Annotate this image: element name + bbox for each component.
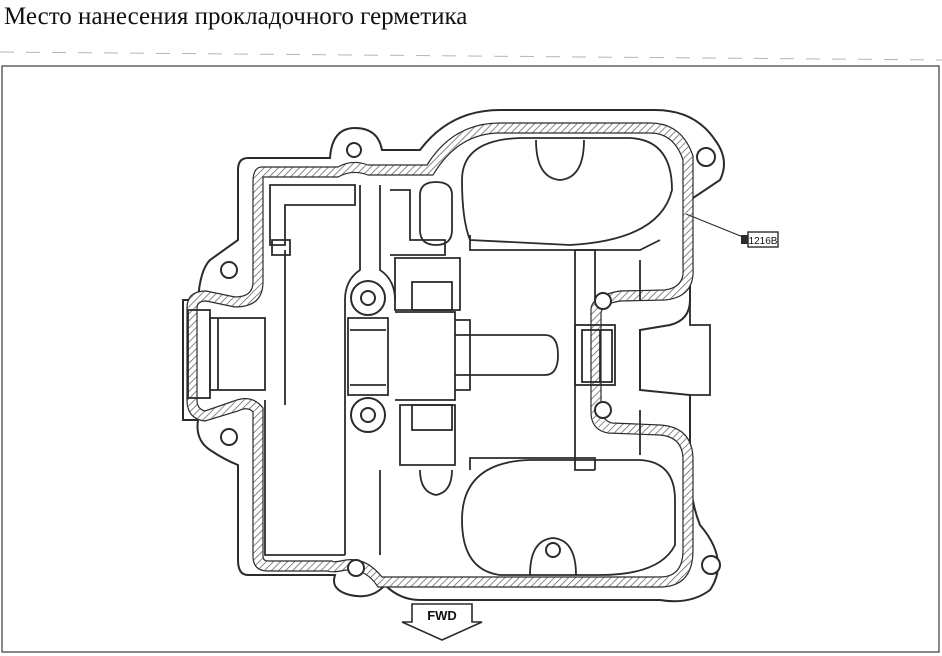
sealant-code-label: 1216B [749, 236, 778, 247]
sealant-bead-outer [187, 123, 693, 587]
cover-outer-outline [182, 109, 725, 603]
sealant-callout: 1216B [685, 213, 779, 248]
left-plug-tube [187, 309, 266, 399]
page-title: Место нанесения прокладочного герметика [4, 3, 468, 30]
bolt-hole-right-lower [594, 401, 612, 419]
sealant-tube-nozzle [741, 235, 748, 244]
fwd-arrow-icon [401, 603, 483, 641]
bolt-hole-bottom-right [701, 555, 721, 575]
sealant-tube-body [747, 231, 779, 248]
boss-lower-hole [360, 407, 376, 423]
bolt-hole-left-lower [220, 428, 238, 446]
sealant-bead-outer-edge-a [186, 122, 694, 588]
picture-frame [1, 65, 940, 653]
bolt-hole-bottom-left [347, 559, 365, 577]
sealant-bead-outer-edge-b [196, 132, 684, 578]
fwd-label: FWD [427, 608, 457, 623]
inner-bolt-bosses [350, 280, 386, 433]
bolt-hole-right-upper [594, 292, 612, 310]
fwd-direction-indicator: FWD [401, 603, 483, 641]
inner-structure [264, 137, 711, 576]
bolt-hole-left-upper [220, 261, 238, 279]
bolt-hole-top-left [346, 142, 362, 158]
flange-bolt-holes [220, 142, 721, 577]
bolt-hole-bottom-mid [545, 542, 561, 558]
callout-leader-line [685, 213, 749, 240]
boss-upper-hole [360, 290, 376, 306]
bolt-hole-top-right [696, 147, 716, 167]
scan-dash-line [0, 51, 942, 61]
